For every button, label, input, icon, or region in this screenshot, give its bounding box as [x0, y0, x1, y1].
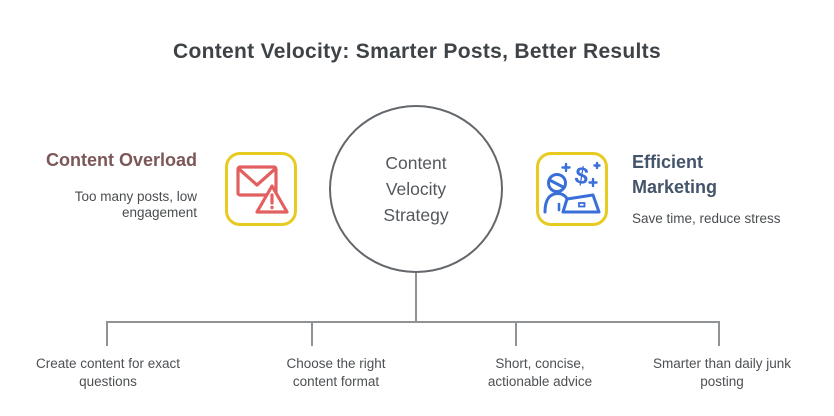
branch-label-2: Choose the right content format [286, 356, 386, 389]
branch-label-4: Smarter than daily junk posting [652, 356, 792, 389]
connector-tick-3 [515, 321, 517, 346]
center-strategy-circle: Content Velocity Strategy [329, 105, 503, 273]
connector-horizontal-line [106, 321, 720, 323]
right-node-subtitle: Save time, reduce stress [632, 211, 781, 226]
connector-tick-4 [718, 321, 720, 346]
page-title: Content Velocity: Smarter Posts, Better … [173, 40, 661, 63]
connector-tick-1 [106, 321, 108, 346]
envelope-alert-icon [236, 165, 289, 214]
left-node-subtitle: Too many posts, low engagement [74, 189, 197, 220]
marketer-laptop-dollar-icon: $ [543, 161, 601, 214]
efficient-marketing-icon-box: $ [536, 152, 608, 226]
left-node-heading: Content Overload [45, 150, 197, 170]
svg-text:$: $ [573, 162, 591, 191]
center-strategy-label: Content Velocity Strategy [383, 153, 449, 225]
content-overload-icon-box [225, 152, 297, 226]
branch-label-1: Create content for exact questions [35, 356, 181, 389]
connector-stem [415, 273, 417, 323]
connector-tick-2 [311, 321, 313, 346]
right-node-heading: Efficient Marketing [632, 152, 718, 197]
branch-label-3: Short, concise, actionable advice [487, 356, 593, 389]
